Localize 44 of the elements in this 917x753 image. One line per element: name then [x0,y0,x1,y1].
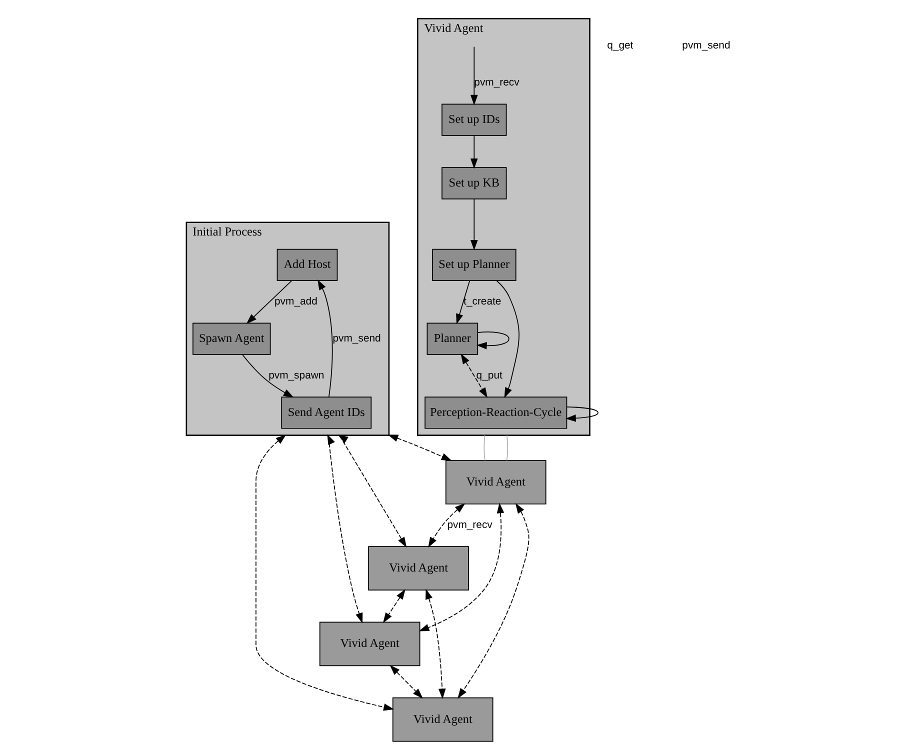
node-box: Spawn Agent [192,322,271,355]
node-box: Vivid Agent [368,546,469,590]
node-box: Vivid Agent [445,460,546,504]
label: q_get [607,40,634,52]
arrow [460,354,488,398]
arrow [428,503,466,548]
arrow [246,280,292,324]
arrow [426,588,446,700]
edge-label: pvm_send [332,334,381,345]
arrow [338,434,407,548]
node-box: Set up Planner [432,248,516,282]
arrow [418,502,504,632]
node-box: Send Agent IDs [281,396,372,429]
arrow [565,406,598,422]
node-box: Add Host [276,248,338,282]
edge-label: pvm_spawn [268,370,324,382]
node-box: Set up KB [442,167,507,200]
node-box: Planner [426,322,478,355]
edge-label: t_create [464,296,502,308]
arrow [327,434,363,624]
label: pvm_send [682,40,730,52]
connector [484,434,486,461]
node-box: Vivid Agent [392,697,494,742]
arrow [470,198,478,250]
arrow [470,135,478,169]
node-box: Vivid Agent [319,622,420,666]
node-box: Set up IDs [442,104,507,136]
node-box: Perception-Reaction-Cycle [424,396,568,429]
arrow [458,503,530,699]
arrow [456,280,470,324]
arrow [317,279,333,398]
edge-label: q_put [476,370,502,382]
arrow [382,589,406,624]
arrow [470,46,478,106]
arrow [496,280,520,398]
arrow [256,434,394,711]
edge-label: pvm_recv [447,520,492,531]
arrow [390,664,423,699]
arrow [476,332,510,350]
edge-label: pvm_add [274,296,318,308]
connector [506,434,508,461]
arrow [388,434,452,461]
edge-label: pvm_recv [474,78,520,89]
arrow [242,354,294,398]
